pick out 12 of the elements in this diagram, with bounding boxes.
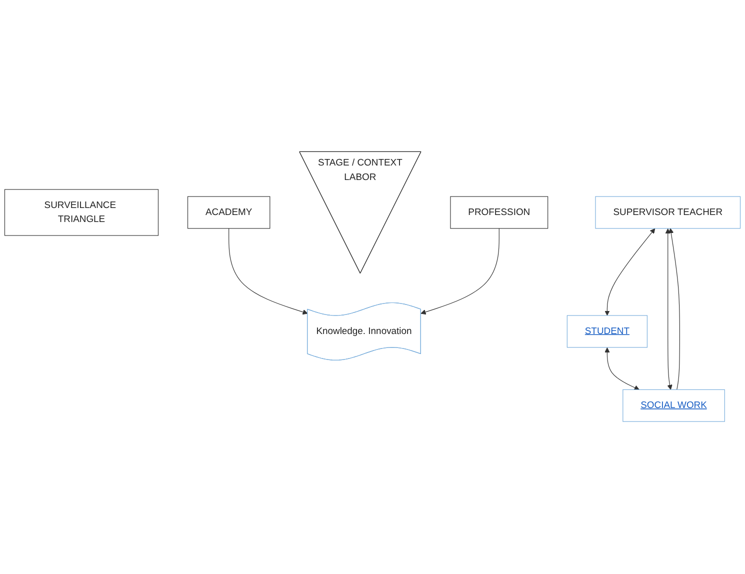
node-box: SURVEILLANCE TRIANGLE (4, 190, 159, 236)
node-box: PROFESSION (450, 196, 548, 230)
arrow (604, 348, 640, 390)
node-box: SOCIAL WORK (622, 390, 725, 422)
node-box: STUDENT (566, 316, 648, 348)
arrow (604, 228, 656, 316)
node-box: ACADEMY (187, 196, 270, 230)
arrow (668, 228, 680, 390)
arrow (420, 228, 500, 315)
arrow (228, 228, 308, 315)
arrow (665, 228, 672, 390)
node-box: SUPERVISOR TEACHER (595, 196, 741, 230)
